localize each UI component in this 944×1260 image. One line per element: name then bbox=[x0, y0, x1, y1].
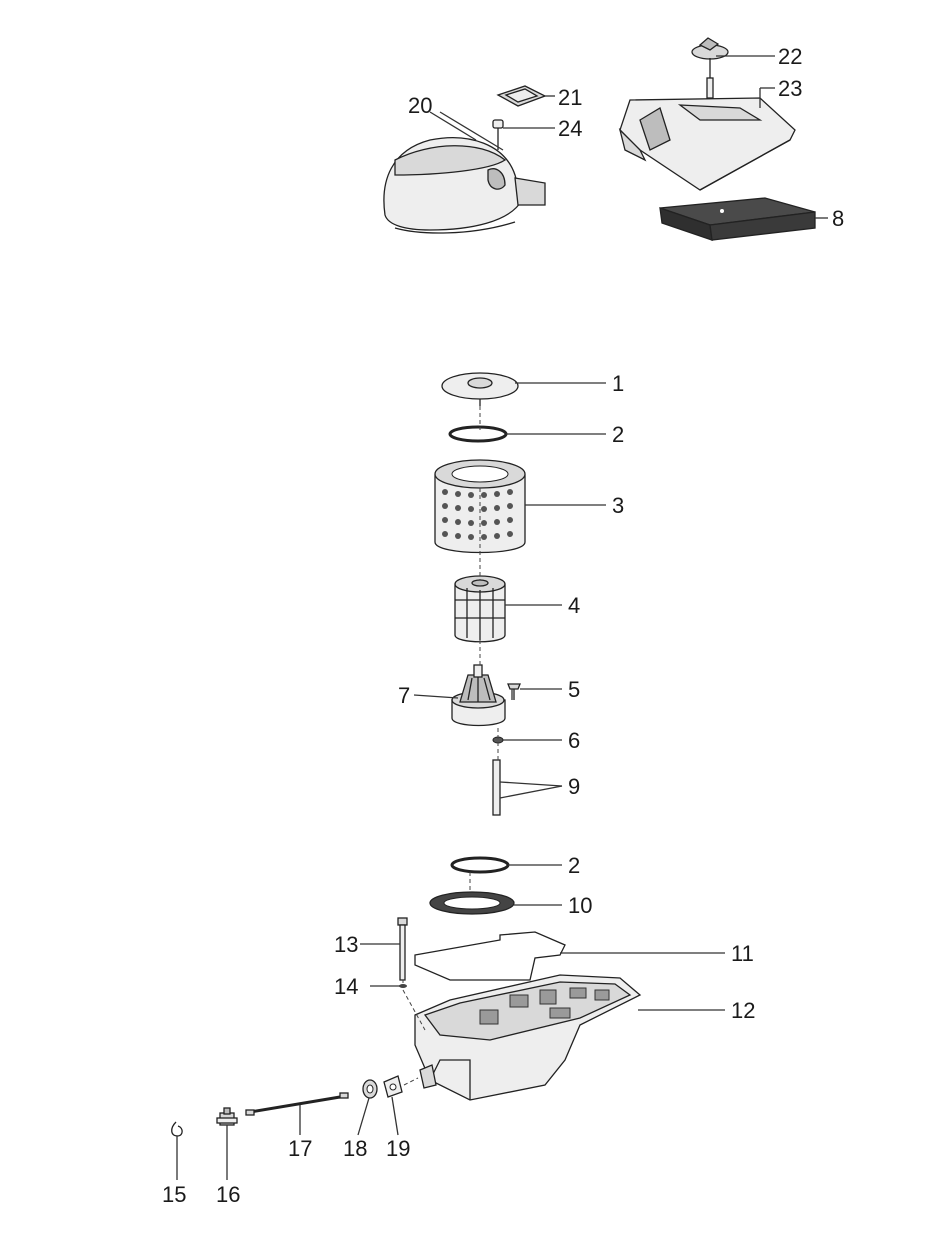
screw-icon bbox=[507, 683, 521, 700]
callout-22: 22 bbox=[778, 44, 802, 69]
callout-12: 12 bbox=[731, 998, 755, 1023]
gasket-icon bbox=[496, 85, 547, 107]
foam-pad-icon bbox=[659, 197, 816, 241]
small-washer-icon bbox=[399, 984, 407, 988]
callout-19: 19 bbox=[386, 1136, 410, 1161]
valve-icon bbox=[216, 1107, 238, 1126]
callout-11: 11 bbox=[731, 941, 754, 966]
callout-16: 16 bbox=[216, 1182, 240, 1207]
o-ring-icon bbox=[448, 425, 508, 443]
rod-icon bbox=[245, 1092, 349, 1116]
callout-15: 15 bbox=[162, 1182, 186, 1207]
callout-10: 10 bbox=[568, 893, 592, 918]
housing-gasket-icon bbox=[414, 931, 566, 981]
callout-5: 5 bbox=[568, 677, 580, 702]
stud-icon bbox=[492, 759, 501, 816]
callout-8: 8 bbox=[832, 206, 844, 231]
long-bolt-icon bbox=[397, 917, 408, 981]
callout-18: 18 bbox=[343, 1136, 367, 1161]
callout-23: 23 bbox=[778, 76, 802, 101]
cap-icon bbox=[441, 372, 519, 406]
callout-4: 4 bbox=[568, 593, 580, 618]
leader-lines bbox=[176, 55, 828, 1180]
callout-1: 1 bbox=[612, 371, 624, 396]
pleated-filter-icon bbox=[434, 459, 526, 554]
callout-9: 9 bbox=[568, 774, 580, 799]
pre-filter-icon bbox=[454, 575, 506, 643]
callout-6: 6 bbox=[568, 728, 580, 753]
cover-lid-icon bbox=[618, 97, 796, 191]
callout-14: 14 bbox=[334, 974, 358, 999]
callout-3: 3 bbox=[612, 493, 624, 518]
callout-24: 24 bbox=[558, 116, 582, 141]
callout-21: 21 bbox=[558, 85, 582, 110]
air-filter-cover-icon bbox=[383, 137, 546, 234]
seal-ring-icon bbox=[429, 891, 515, 915]
nut-icon bbox=[362, 1079, 378, 1099]
callout-20: 20 bbox=[408, 93, 432, 118]
o-ring-lower-icon bbox=[450, 856, 510, 874]
callout-7: 7 bbox=[398, 683, 410, 708]
wing-nut-icon bbox=[691, 37, 729, 99]
callout-2-top: 2 bbox=[612, 422, 624, 447]
callout-17: 17 bbox=[288, 1136, 312, 1161]
clip-icon bbox=[171, 1121, 183, 1137]
housing-icon bbox=[414, 974, 642, 1101]
filter-base-icon bbox=[451, 664, 506, 727]
callout-13: 13 bbox=[334, 932, 358, 957]
callout-2-bottom: 2 bbox=[568, 853, 580, 878]
plate-icon bbox=[383, 1075, 403, 1098]
